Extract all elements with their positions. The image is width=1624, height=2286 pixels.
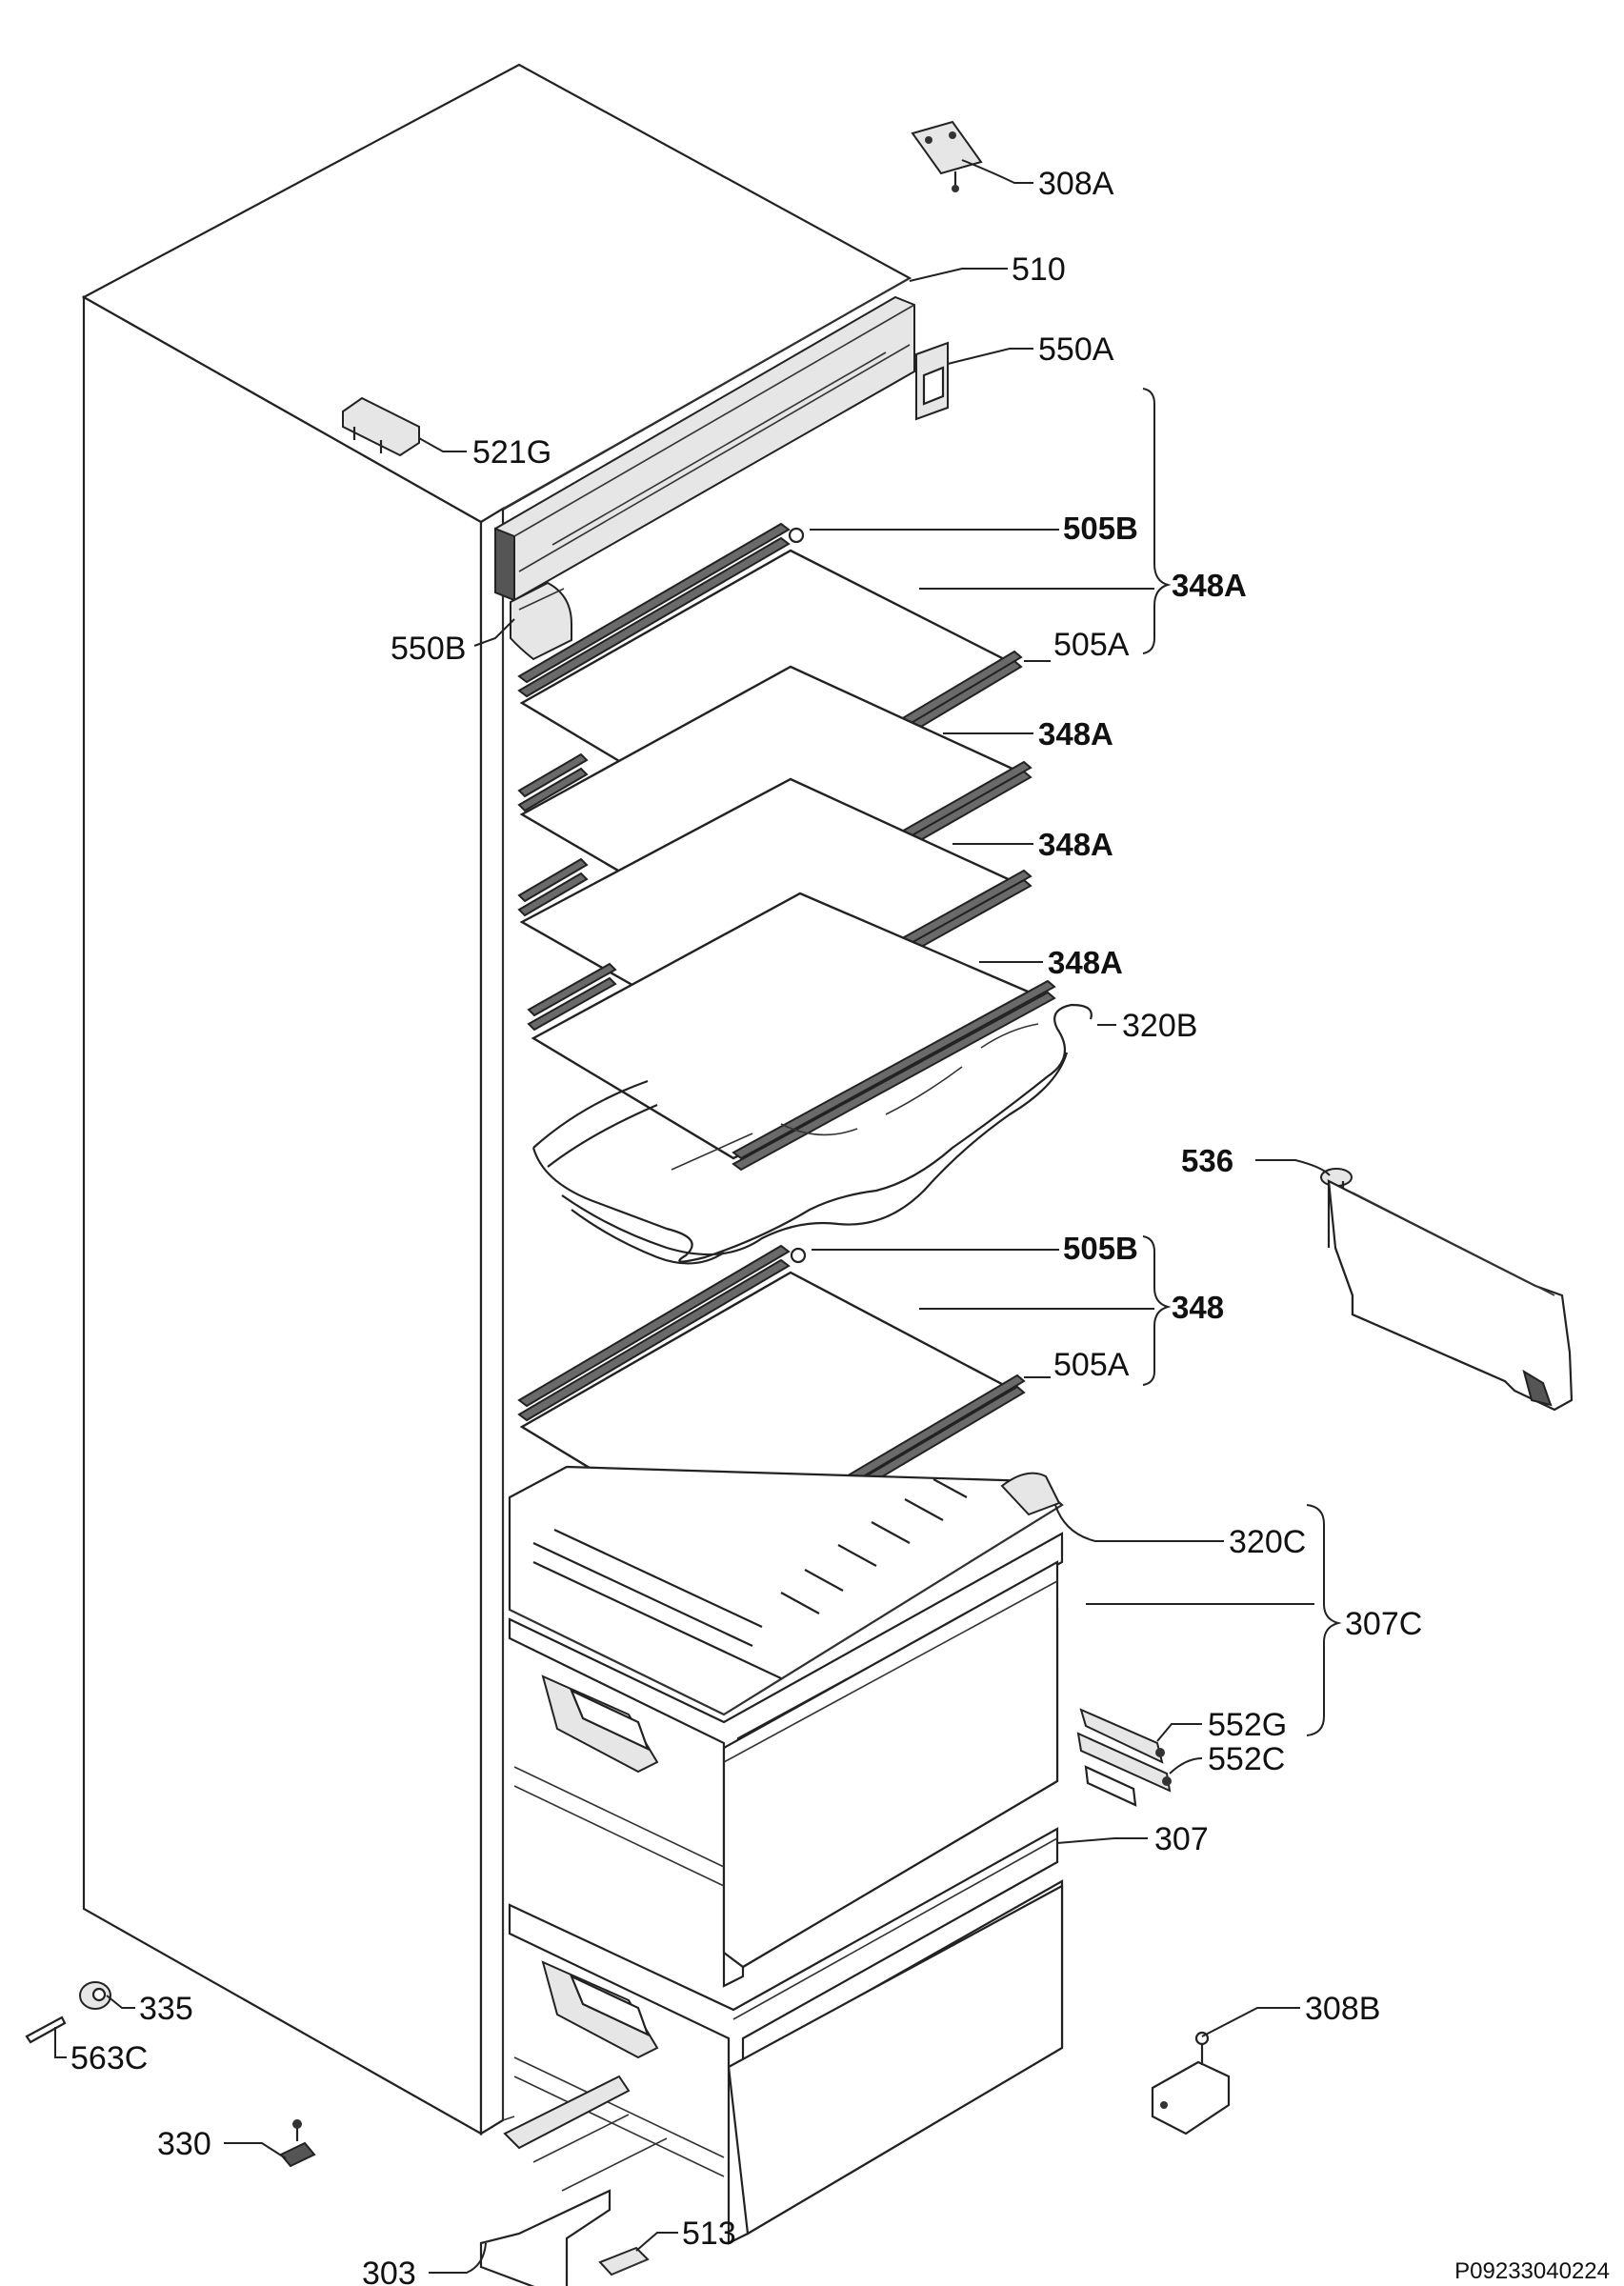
adjustable-foot-330 <box>279 2119 316 2168</box>
label-550a: 550A <box>1038 331 1114 368</box>
plinth-303 <box>479 2075 668 2286</box>
pin-563c <box>25 2015 67 2044</box>
label-308b: 308B <box>1305 1991 1380 2027</box>
label-550b: 550B <box>391 631 466 667</box>
label-307c: 307C <box>1345 1606 1422 1642</box>
glass-shelf-348a-4 <box>527 892 1056 1172</box>
lower-drawer-307 <box>508 1766 1064 2245</box>
label-348a-1: 348A <box>1172 568 1247 603</box>
label-348a-4: 348A <box>1048 945 1123 980</box>
label-505b-top: 505B <box>1063 511 1138 546</box>
label-536: 536 <box>1181 1143 1233 1178</box>
bracket-550a <box>915 341 949 421</box>
label-348a-3: 348A <box>1038 827 1113 862</box>
label-505b-bottom: 505B <box>1063 1231 1138 1266</box>
cap-521g <box>342 396 420 457</box>
crisper-cover-320c <box>508 1465 1064 1716</box>
foot-cap-335 <box>79 1981 111 2010</box>
label-335: 335 <box>139 1991 193 2027</box>
label-505a-bottom: 505A <box>1053 1347 1130 1383</box>
label-348: 348 <box>1172 1290 1224 1325</box>
label-552g: 552G <box>1208 1707 1287 1743</box>
cabinet-body <box>81 63 912 2136</box>
upper-drawer-307c <box>508 1532 1172 1988</box>
bracket-550b <box>510 581 572 661</box>
clip-513 <box>598 2246 650 2276</box>
label-563c: 563C <box>70 2040 148 2076</box>
bottle-rack-320b <box>531 1003 1093 1265</box>
label-303: 303 <box>362 2256 416 2286</box>
drawer-slide-rails-552 <box>1076 1708 1172 1807</box>
label-320c: 320C <box>1229 1524 1306 1560</box>
label-505a-top: 505A <box>1053 627 1130 663</box>
label-308a: 308A <box>1038 166 1114 202</box>
document-code: P09233040224 <box>1454 2258 1610 2284</box>
top-hinge-308a <box>911 120 983 192</box>
label-307: 307 <box>1154 1821 1209 1857</box>
label-330: 330 <box>157 2126 211 2162</box>
braces <box>1142 388 1342 1736</box>
door-shelf-536 <box>1320 1168 1574 1412</box>
label-521g: 521G <box>472 434 551 471</box>
label-552c: 552C <box>1208 1741 1285 1777</box>
label-320b: 320B <box>1122 1008 1197 1044</box>
label-510: 510 <box>1012 251 1066 288</box>
leader-lines <box>54 159 1331 2274</box>
top-cover-510 <box>494 295 915 602</box>
bottom-hinge-308b <box>1151 2031 1231 2136</box>
label-348a-2: 348A <box>1038 716 1113 752</box>
label-513: 513 <box>682 2216 736 2252</box>
